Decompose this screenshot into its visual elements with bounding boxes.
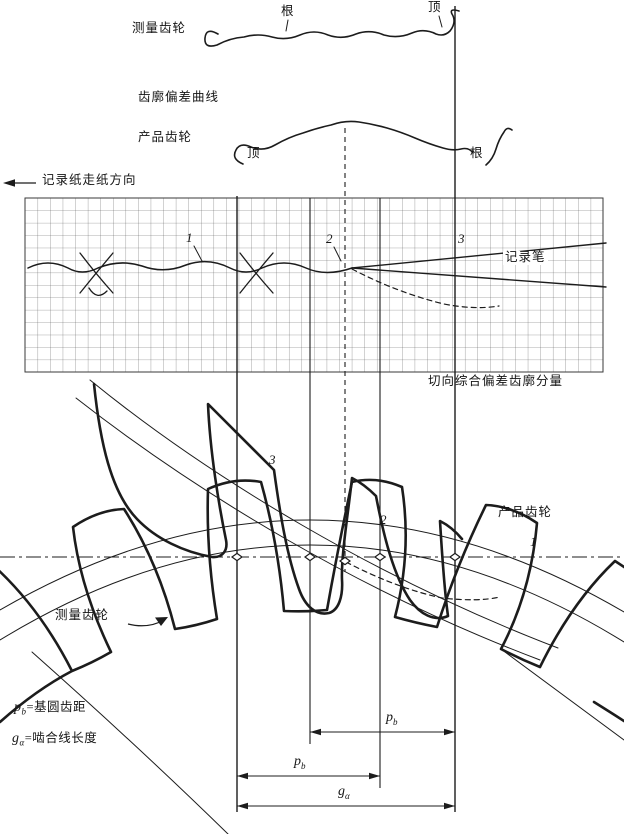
label-profile-deviation-curve: 齿廓偏差曲线: [138, 90, 220, 104]
legend-line-of-action: gα=啮合线长度: [12, 727, 97, 748]
label-measuring-gear-bottom: 测量齿轮: [55, 608, 110, 622]
grid-point-1: 1: [186, 230, 193, 245]
dimension-label-pb-1: pb: [386, 710, 398, 727]
contact-point-markers: [230, 552, 462, 566]
dimension-label-ga: gα: [338, 784, 350, 801]
label-tangential-component: 切向综合偏差齿廓分量: [428, 374, 564, 388]
dimension-label-pb-2: pb: [294, 754, 306, 771]
label-tip-top: 顶: [428, 0, 442, 14]
recording-paper-grid: [24, 197, 604, 373]
dim-pb1-subscript: b: [393, 716, 398, 727]
dim-pb2-symbol: p: [294, 754, 301, 769]
legend-ga-subscript: α: [19, 737, 25, 748]
legend-ga-symbol: g: [12, 731, 20, 746]
dim-pb2-subscript: b: [301, 760, 306, 771]
dim-ga-symbol: g: [338, 784, 345, 799]
dim-pb1-symbol: p: [386, 710, 393, 725]
legend-pb-text: =基圆齿距: [26, 700, 87, 714]
recording-pen: [351, 242, 607, 309]
gear-point-2: 2: [380, 512, 387, 527]
label-product-gear-bottom: 产品齿轮: [498, 505, 553, 519]
measuring-gear-drawing: [0, 478, 624, 834]
label-root-mid: 根: [470, 146, 484, 160]
grid-point-2: 2: [326, 231, 333, 246]
paper-direction-arrow: [3, 179, 36, 187]
label-tip-mid: 顶: [247, 146, 261, 160]
product-gear-drawing: [75, 379, 559, 661]
legend-ga-text: =啮合线长度: [24, 731, 98, 745]
gear-point-1: 1: [530, 534, 537, 549]
label-root-top: 根: [281, 4, 295, 18]
gear-point-3: 3: [269, 452, 276, 467]
grid-point-3: 3: [458, 231, 465, 246]
deviation-trace: [27, 245, 353, 296]
dimension-lines: [237, 728, 455, 810]
dim-ga-subscript: α: [345, 790, 350, 801]
label-product-gear-mid: 产品齿轮: [138, 130, 193, 144]
legend-pb-subscript: b: [21, 706, 27, 717]
reference-lines: [0, 6, 624, 812]
label-paper-direction: 记录纸走纸方向: [42, 173, 137, 187]
label-measuring-gear-top: 测量齿轮: [132, 21, 187, 35]
product-gear-trace-curve: [233, 120, 513, 166]
label-recording-pen: 记录笔: [503, 250, 548, 265]
measuring-gear-arrow: [127, 617, 168, 627]
measuring-gear-trace-curve: [204, 9, 460, 47]
legend-base-pitch: pb=基圆齿距: [14, 696, 86, 717]
legend-pb-symbol: p: [14, 700, 22, 715]
